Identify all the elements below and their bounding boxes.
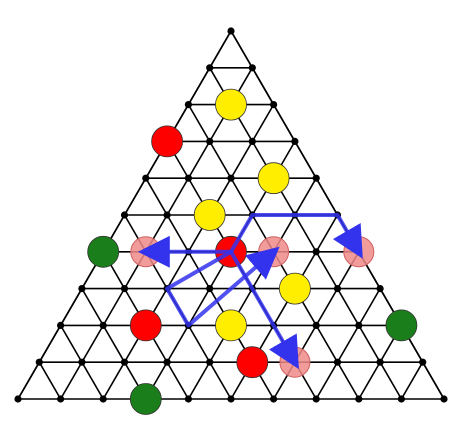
grid-node[interactable] [333,285,342,293]
yellow-piece[interactable] [215,309,247,342]
grid-node[interactable] [312,248,320,256]
grid-lines [17,30,445,400]
grid-node[interactable] [227,27,235,35]
pieces [87,88,418,415]
grid-node[interactable] [206,64,214,72]
move-arrow-jump-right-chain [229,213,363,259]
grid-line-diagonal [38,361,62,400]
yellow-piece[interactable] [215,88,247,121]
move-arrow-zigzag-chain [165,246,280,328]
grid-node[interactable] [248,137,256,145]
grid-node[interactable] [270,101,278,109]
grid-node[interactable] [184,174,192,182]
grid-node[interactable] [376,358,384,366]
grid-node[interactable] [78,285,86,293]
yellow-piece[interactable] [193,199,226,231]
grid-node[interactable] [227,395,235,403]
grid-node[interactable] [184,395,192,403]
grid-node[interactable] [206,358,214,366]
grid-node[interactable] [397,395,405,403]
grid-node[interactable] [206,137,214,145]
grid-node[interactable] [312,395,320,403]
grid-line-diagonal [59,67,253,400]
grid-node[interactable] [376,285,384,293]
grid-node[interactable] [35,358,43,366]
grid-node[interactable] [248,64,256,72]
grid-node[interactable] [419,358,427,366]
grid-line-diagonal [400,361,424,400]
green-piece[interactable] [87,235,120,268]
grid-node[interactable] [120,285,129,293]
red-piece[interactable] [236,346,269,379]
yellow-piece[interactable] [257,162,290,195]
grid-node[interactable] [57,321,65,329]
grid-node[interactable] [78,358,86,366]
red-piece[interactable] [129,309,162,342]
red-piece[interactable] [151,125,184,158]
grid-node[interactable] [57,395,65,403]
grid-line-diagonal [209,67,403,400]
grid-node[interactable] [291,137,299,145]
grid-node[interactable] [270,395,278,403]
grid-node[interactable] [120,211,129,219]
grid-node[interactable] [227,174,235,182]
grid-node[interactable] [163,211,171,219]
move-arrows [137,213,363,370]
grid-line-diagonal [315,288,381,400]
grid-node[interactable] [333,358,342,366]
grid-node[interactable] [355,321,363,329]
grid-node[interactable] [355,395,363,403]
grid-node[interactable] [312,174,320,182]
green-piece[interactable] [385,309,418,342]
grid-node[interactable] [206,285,214,293]
grid-node[interactable] [99,395,107,403]
grid-node[interactable] [142,174,150,182]
grid-node[interactable] [14,395,22,403]
grid-node[interactable] [99,321,107,329]
green-piece[interactable] [129,383,162,415]
move-arrow-jump-down [229,249,299,370]
grid-line-diagonal [81,288,147,400]
yellow-piece[interactable] [278,272,311,305]
grid-node[interactable] [184,101,192,109]
grid-node[interactable] [163,358,171,366]
grid-node[interactable] [312,321,320,329]
grid-node[interactable] [440,395,448,403]
grid-node[interactable] [120,358,129,366]
